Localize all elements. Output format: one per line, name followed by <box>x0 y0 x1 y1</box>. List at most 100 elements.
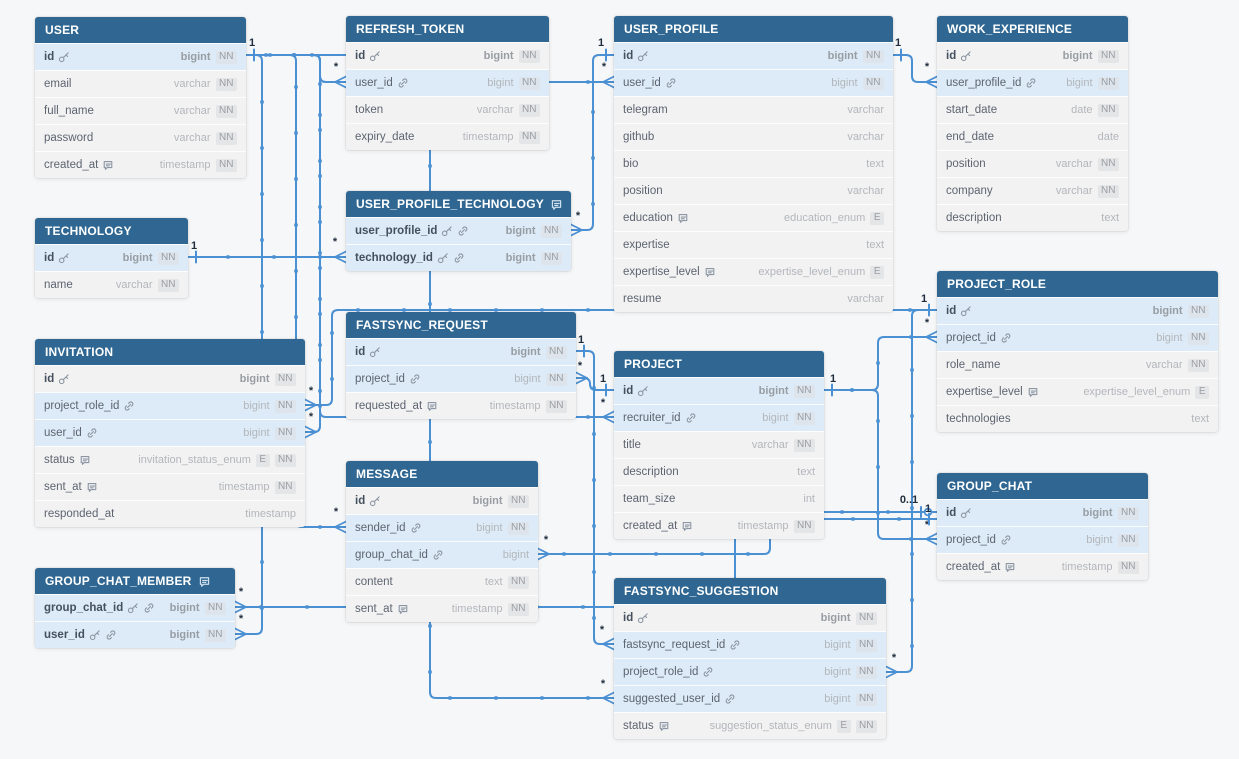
table-header[interactable]: MESSAGE <box>346 461 538 487</box>
table-header[interactable]: TECHNOLOGY <box>35 218 188 244</box>
table-header[interactable]: USER_PROFILE_TECHNOLOGY <box>346 191 571 217</box>
table-header[interactable]: GROUP_CHAT <box>937 473 1148 499</box>
relationship-edge[interactable] <box>886 309 937 673</box>
relationship-edge[interactable] <box>893 54 937 83</box>
relationship-edge[interactable] <box>571 54 614 231</box>
relationship-edge[interactable] <box>305 309 937 406</box>
table-header[interactable]: USER_PROFILE <box>614 16 893 42</box>
table-header[interactable]: WORK_EXPERIENCE <box>937 16 1128 42</box>
table-header[interactable]: REFRESH_TOKEN <box>346 16 549 42</box>
relationship-edge[interactable] <box>824 389 937 540</box>
table-header[interactable]: GROUP_CHAT_MEMBER <box>35 568 235 594</box>
table-header[interactable]: USER <box>35 17 246 43</box>
table-header[interactable]: PROJECT_ROLE <box>937 271 1218 297</box>
table-header[interactable]: FASTSYNC_SUGGESTION <box>614 578 886 604</box>
relationship-edge[interactable] <box>576 350 614 645</box>
table-header[interactable]: FASTSYNC_REQUEST <box>346 312 576 338</box>
table-header[interactable]: PROJECT <box>614 351 824 377</box>
table-header[interactable]: INVITATION <box>35 339 305 365</box>
relationship-edge[interactable] <box>824 336 937 391</box>
